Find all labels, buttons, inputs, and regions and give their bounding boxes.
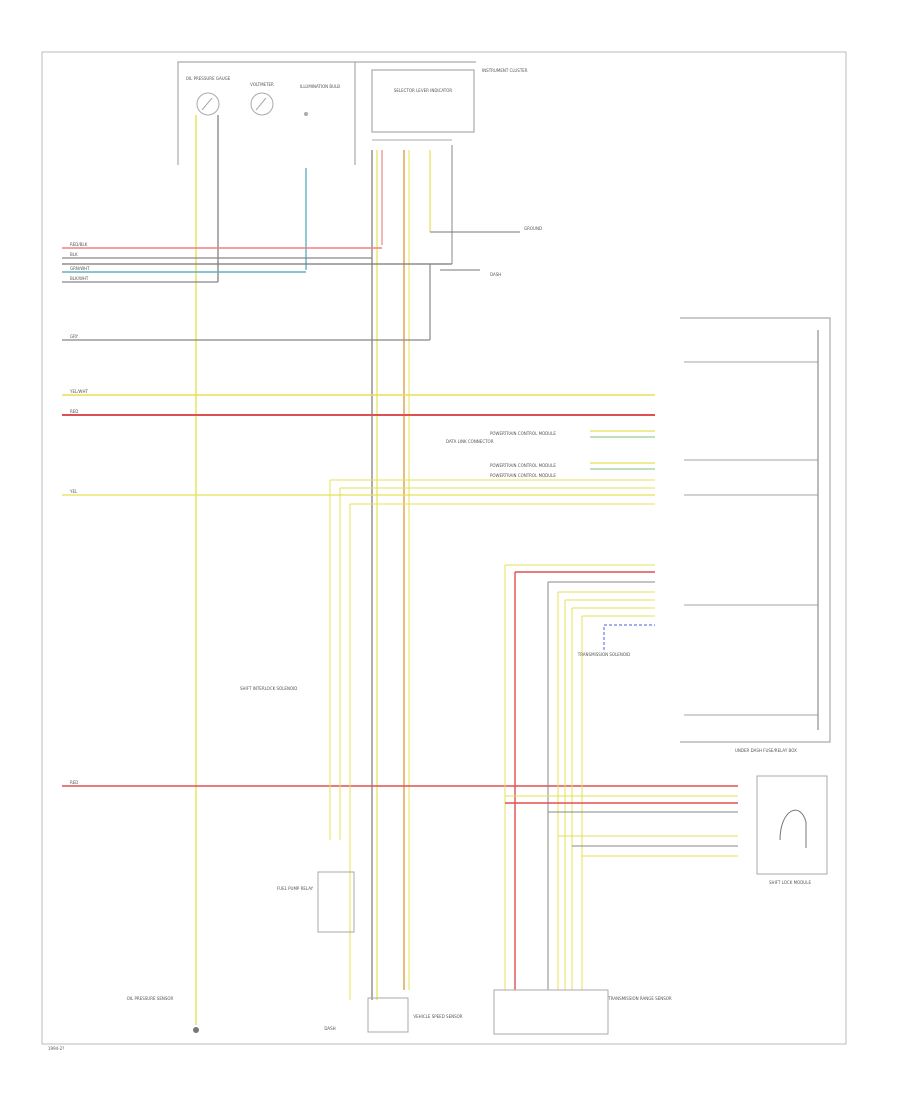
instrument-cluster: OIL PRESSURE GAUGE VOLTMETER ILLUMINATIO… bbox=[177, 61, 528, 165]
data-link-label: DATA LINK CONNECTOR bbox=[446, 439, 494, 444]
wire-label-red-blk: RED/BLK bbox=[70, 242, 88, 247]
voltmeter-gauge-icon bbox=[250, 92, 274, 116]
wire-label-yel-wht: YEL/WHT bbox=[69, 389, 89, 394]
wire-label-blk: BLK bbox=[70, 252, 78, 257]
shift-interlock-label: SHIFT INTERLOCK SOLENOID bbox=[240, 686, 297, 691]
wire-label-red: RED bbox=[70, 409, 78, 414]
dash-relay-block-label: UNDER DASH FUSE/RELAY BOX bbox=[735, 748, 797, 753]
oil-pressure-gauge-icon bbox=[196, 92, 220, 116]
illumination-bulb-icon bbox=[304, 112, 308, 116]
oil-pressure-sensor-icon bbox=[193, 1027, 199, 1033]
diagram-border bbox=[41, 51, 847, 1045]
pcm-label-3: POWERTRAIN CONTROL MODULE bbox=[490, 473, 556, 478]
lower-right-wires: TRANSMISSION SOLENOID bbox=[504, 564, 738, 990]
shift-indicator-box bbox=[371, 69, 475, 133]
fuel-pump-relay-label: FUEL PUMP RELAY bbox=[277, 886, 314, 891]
dash-note-lower: DASH bbox=[324, 1026, 335, 1031]
pcm-label-1: POWERTRAIN CONTROL MODULE bbox=[490, 431, 556, 436]
illumination-bulb-label: ILLUMINATION BULB bbox=[300, 84, 340, 89]
cluster-side-note: INSTRUMENT CLUSTER bbox=[482, 68, 528, 73]
transmission-sensor-label: TRANSMISSION RANGE SENSOR bbox=[607, 996, 672, 1001]
shift-lock-module: SHIFT LOCK MODULE bbox=[756, 775, 828, 885]
lower-components: FUEL PUMP RELAY VEHICLE SPEED SENSOR TRA… bbox=[127, 686, 672, 1035]
oil-pressure-gauge-label: OIL PRESSURE GAUGE bbox=[186, 76, 231, 81]
wire-label-grn-wht: GRN/WHT bbox=[70, 266, 90, 271]
oil-pressure-sensor-label: OIL PRESSURE SENSOR bbox=[127, 996, 174, 1001]
left-horizontal-wires bbox=[62, 247, 738, 787]
wire-label-red-2: RED bbox=[70, 780, 78, 785]
pcm-connector-area: POWERTRAIN CONTROL MODULE DATA LINK CONN… bbox=[329, 430, 655, 1000]
speed-sensor-box bbox=[367, 997, 409, 1033]
voltmeter-label: VOLTMETER bbox=[250, 82, 274, 87]
page-footer: 1994-2? bbox=[48, 1046, 64, 1051]
ground-note: GROUND bbox=[524, 226, 542, 231]
wire-label-blk-wht: BLK/WHT bbox=[70, 276, 89, 281]
transmission-sensor-box bbox=[493, 989, 609, 1035]
wire-label-gry: GRY bbox=[70, 334, 79, 339]
shift-lock-module-label: SHIFT LOCK MODULE bbox=[769, 880, 811, 885]
transmission-solenoid-label: TRANSMISSION SOLENOID bbox=[577, 652, 630, 657]
wire-label-yel: YEL bbox=[69, 489, 78, 494]
dash-relay-block: UNDER DASH FUSE/RELAY BOX bbox=[680, 317, 831, 753]
fuel-pump-relay-box bbox=[317, 871, 355, 933]
shift-indicator-label: SELECTOR LEVER INDICATOR bbox=[394, 88, 453, 93]
dash-note: DASH bbox=[490, 272, 501, 277]
speed-sensor-label: VEHICLE SPEED SENSOR bbox=[413, 1014, 462, 1019]
cluster-vertical-wires bbox=[195, 115, 453, 1025]
pcm-label-2: POWERTRAIN CONTROL MODULE bbox=[490, 463, 556, 468]
